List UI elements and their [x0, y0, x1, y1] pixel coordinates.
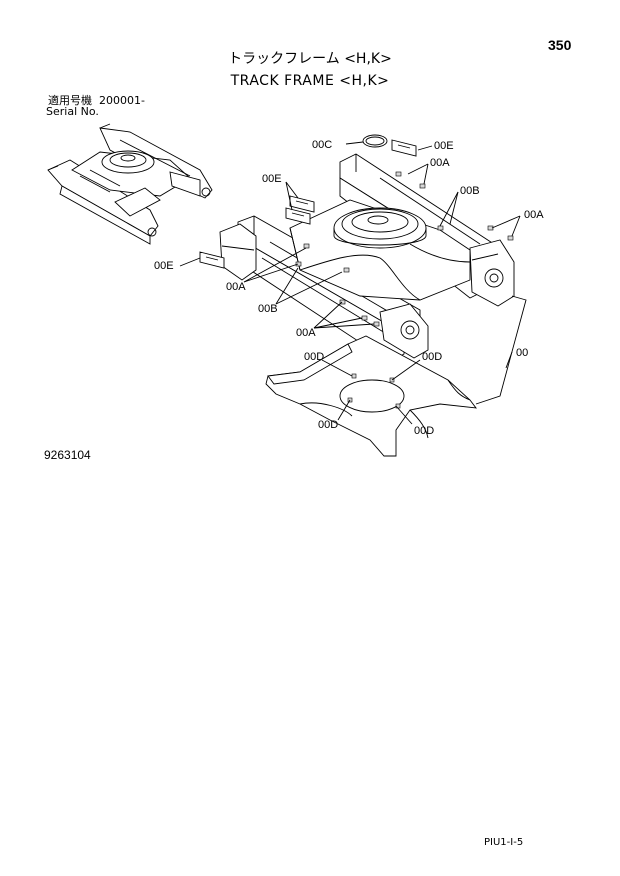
leader-lines [179, 141, 527, 425]
serial-applicability: 適用号機 200001- [48, 95, 145, 106]
callout-00D-upper-right: 00D [422, 351, 442, 363]
o-ring [362, 134, 388, 148]
callout-00E-top: 00E [434, 140, 454, 152]
callout-00D-lower-right: 00D [414, 425, 434, 437]
callout-00B-top: 00B [460, 185, 480, 197]
serial-range: 200001- [99, 94, 145, 107]
callout-00B-bottom: 00B [258, 303, 278, 315]
illustration-number: 9263104 [44, 448, 91, 462]
page-number: 350 [548, 37, 572, 53]
track-frame-overview-drawing [47, 123, 213, 245]
bolt-marks [295, 171, 514, 327]
page-code: PIU1-I-5 [484, 837, 524, 848]
track-frame-main-drawing [199, 134, 515, 457]
identification-plates [199, 139, 417, 269]
callout-00A-right: 00A [524, 209, 544, 221]
callout-00D-upper-left: 00D [304, 351, 324, 363]
page-title-japanese: トラックフレーム <H,K> [228, 51, 392, 67]
callout-00E-far-left: 00E [154, 260, 174, 272]
page-title-english: TRACK FRAME <H,K> [230, 73, 390, 89]
serial-label-english: Serial No. [46, 105, 99, 118]
callout-00C: 00C [312, 139, 332, 151]
serial-label-japanese: 適用号機 [48, 94, 92, 107]
callout-00A-left: 00A [226, 281, 246, 293]
callout-00: 00 [516, 347, 528, 359]
callout-00A-bottom: 00A [296, 327, 316, 339]
callout-00D-lower-left: 00D [318, 419, 338, 431]
callout-00E-left: 00E [262, 173, 282, 185]
callout-00A-top: 00A [430, 157, 450, 169]
under-cover [265, 335, 477, 457]
callout-labels: 00C 00E 00A 00B 00A 00E 00E 00A 00B 00A … [154, 139, 544, 437]
